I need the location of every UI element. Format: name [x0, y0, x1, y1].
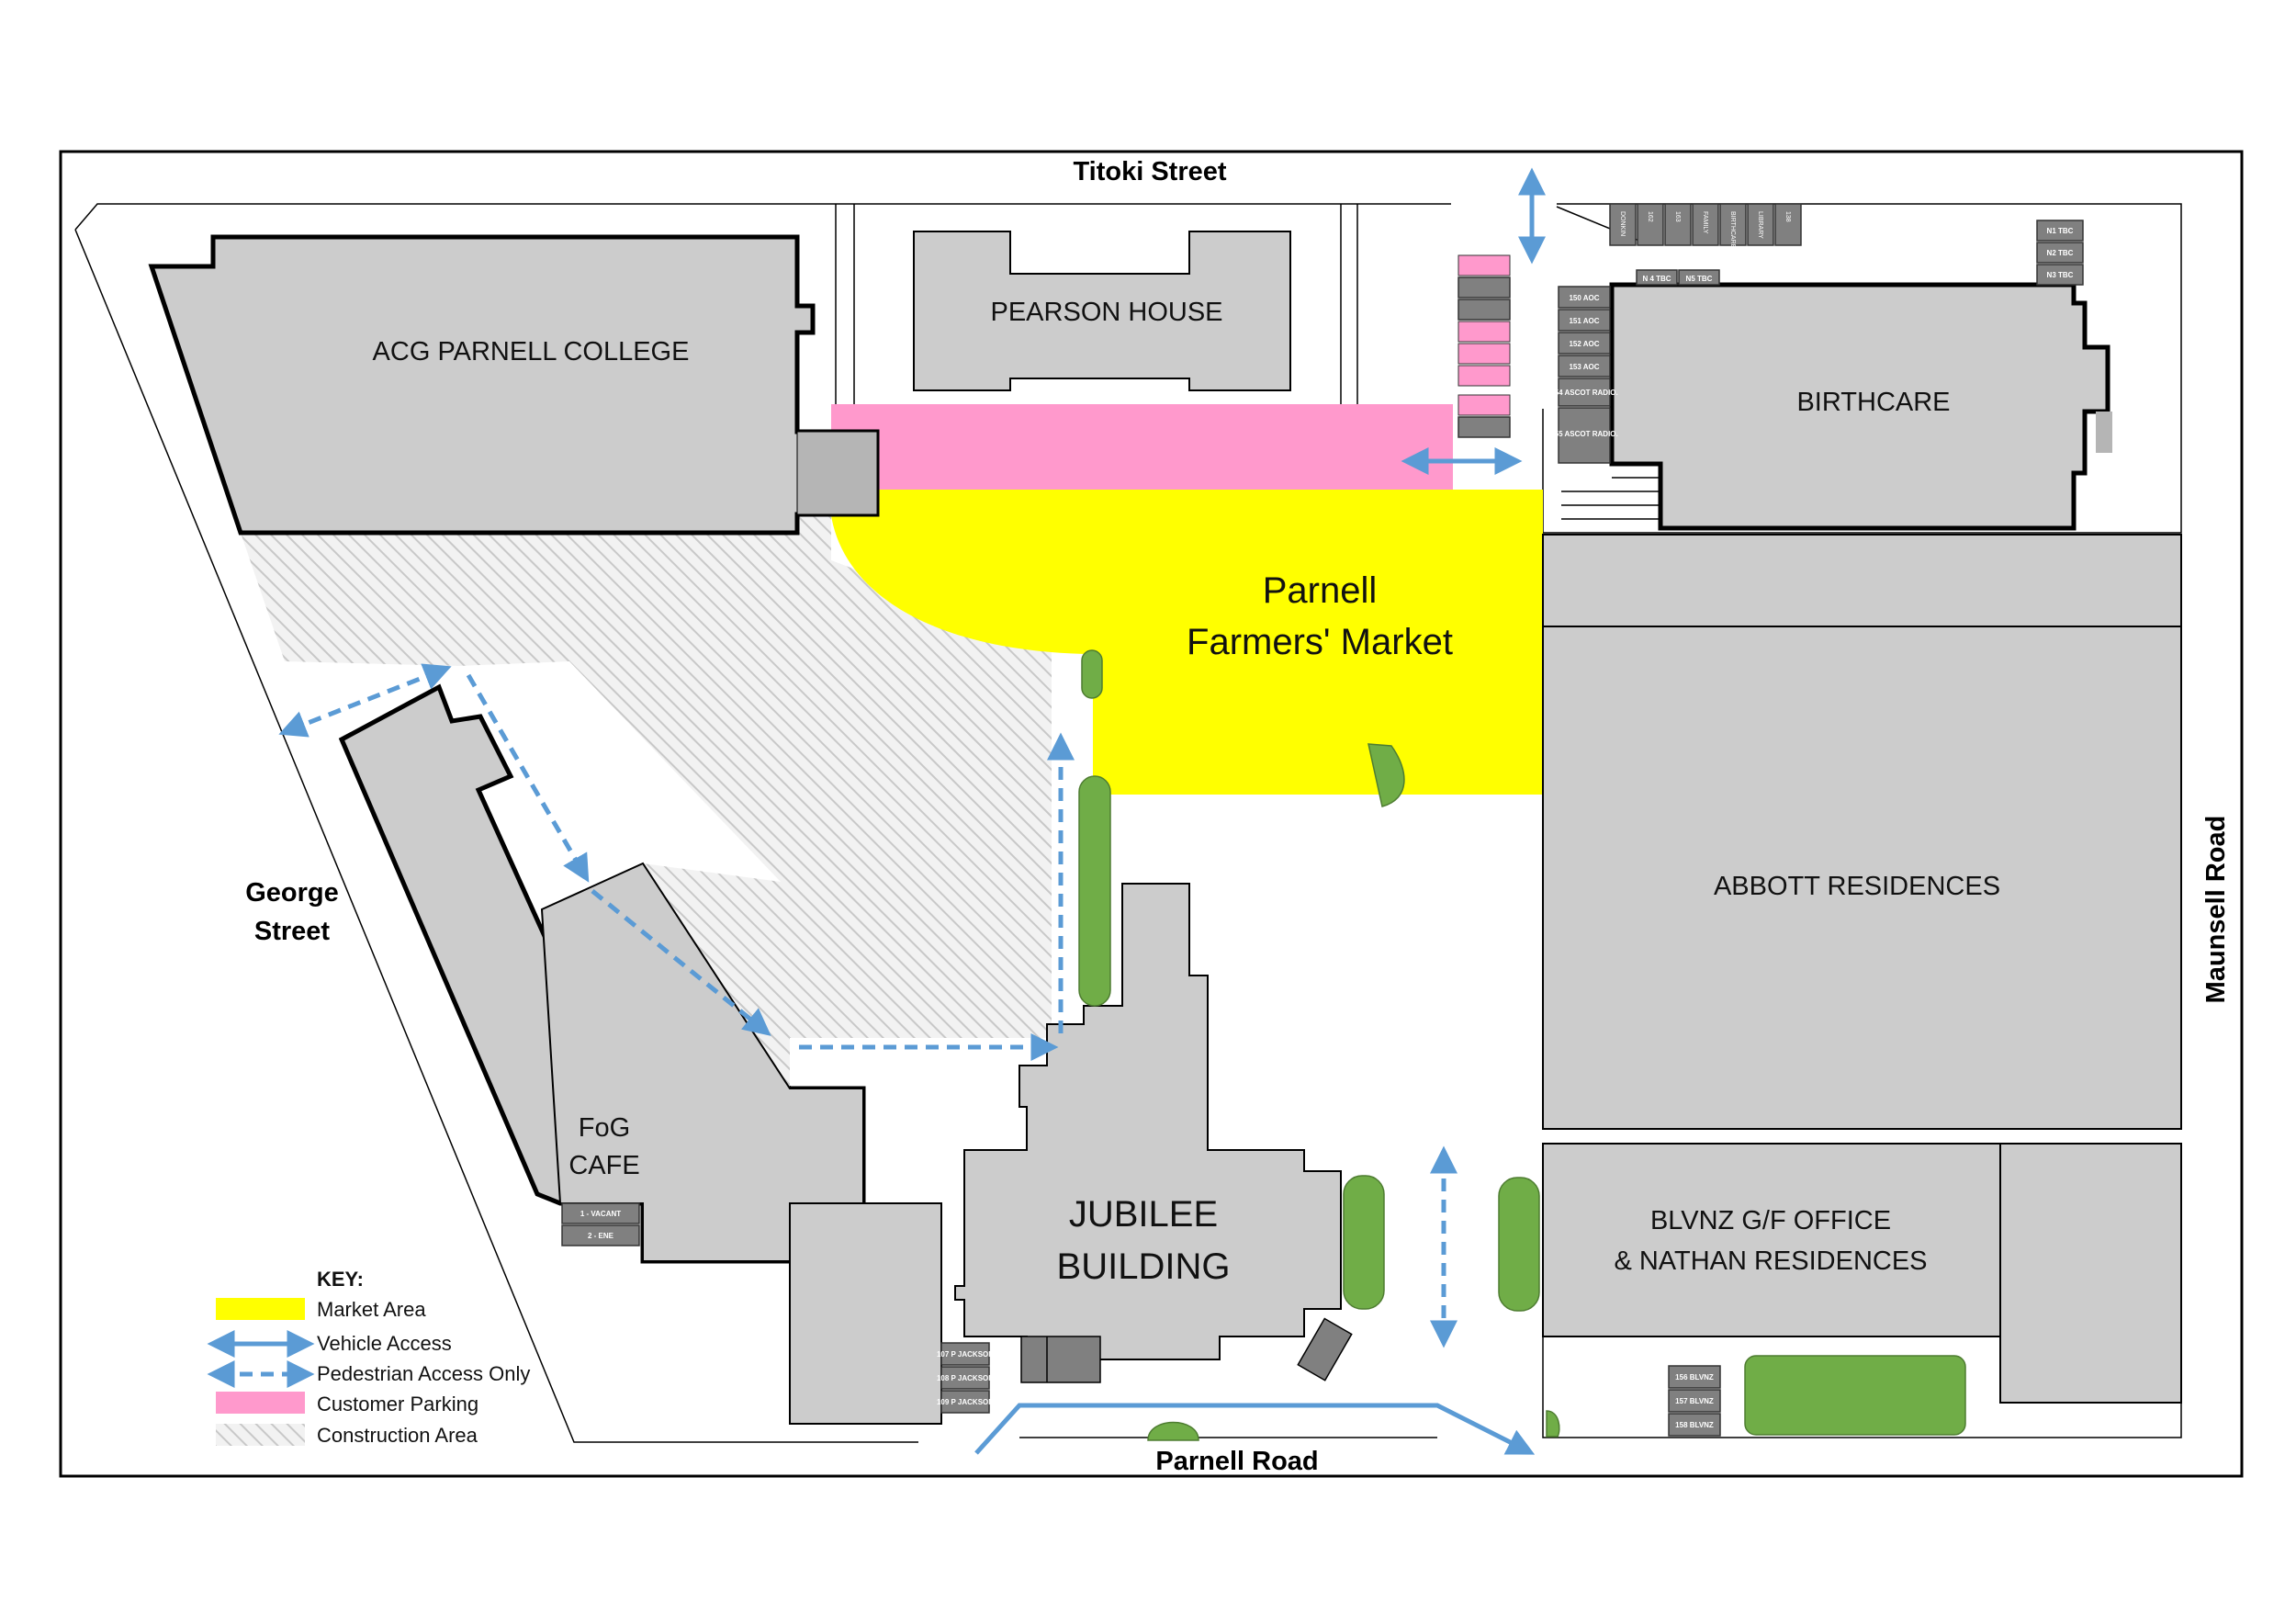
abbott-forecourt: [1542, 534, 2182, 627]
slot-152: 152 AOC: [1569, 340, 1599, 348]
slot-top-7: 138: [1784, 211, 1791, 222]
slot-top-1: DONKIN: [1619, 211, 1626, 236]
slot-top-2: 162: [1647, 211, 1653, 222]
fog-label-line1: FoG: [579, 1113, 630, 1143]
pearson-label: PEARSON HOUSE: [991, 298, 1223, 327]
slot-top-6: LIBRARY: [1757, 211, 1763, 239]
building-blvnz: [1542, 1143, 2001, 1337]
parking-n-row: N 4 TBC N5 TBC: [1636, 269, 1720, 286]
green-features: [1078, 649, 1966, 1441]
slot-150: 150 AOC: [1569, 294, 1599, 302]
birthcare-steps: [1561, 463, 1660, 520]
customer-parking-strip: [831, 404, 1453, 490]
parking-n-right: N1 TBC N2 TBC N3 TBC: [2036, 220, 2084, 286]
jubilee-label-line2: BUILDING: [1057, 1246, 1231, 1287]
slot-107: 107 P JACKSON: [937, 1350, 994, 1359]
market-label-line2: Farmers' Market: [1187, 622, 1453, 662]
tree-2: [1367, 743, 1405, 807]
building-blvnz-annex: [1999, 1143, 2182, 1404]
building-jubilee: [954, 883, 1342, 1360]
key-label-parking: Customer Parking: [317, 1393, 478, 1415]
street-george-1: George: [245, 878, 339, 908]
slot-157: 157 BLVNZ: [1675, 1397, 1714, 1405]
abbott-label: ABBOTT RESIDENCES: [1714, 872, 2000, 901]
kiosk: [1297, 1317, 1353, 1382]
key-swatch-parking: [216, 1392, 305, 1414]
lawn: [1744, 1355, 1966, 1436]
jubilee-entrance: [1020, 1336, 1101, 1383]
slot-108: 108 P JACKSON: [937, 1374, 994, 1382]
vehicle-access-arrows: [974, 167, 1546, 1455]
building-acg-parnell-college: [148, 234, 880, 536]
fog-label-line2: CAFE: [568, 1151, 639, 1180]
hedge-1: [1078, 775, 1111, 1007]
slot-n5: N5 TBC: [1686, 275, 1713, 283]
building-south-block: [789, 1202, 942, 1425]
slot-158: 158 BLVNZ: [1675, 1421, 1714, 1429]
slot-top-4: FAMILY: [1702, 211, 1708, 234]
blvnz-label-line1: BLVNZ G/F OFFICE: [1650, 1206, 1891, 1235]
slot-top-3: 163: [1674, 211, 1681, 222]
key-swatch-construction: [216, 1424, 305, 1446]
parking-bays-titoki: [1458, 254, 1511, 438]
birthcare-label: BIRTHCARE: [1796, 388, 1950, 417]
slot-109: 109 P JACKSON: [937, 1398, 994, 1406]
ped-arrow-diagonal: [591, 889, 771, 1036]
slot-fog-2: 2 - ENE: [588, 1232, 614, 1240]
parking-aoc: 150 AOC 151 AOC 152 AOC 153 AOC 154 ASCO…: [1550, 286, 1618, 464]
vehicle-arrow-parnell: [974, 1403, 1536, 1455]
parking-jackson: 107 P JACKSON 108 P JACKSON 109 P JACKSO…: [937, 1342, 994, 1414]
parking-blvnz: 156 BLVNZ 157 BLVNZ 158 BLVNZ: [1668, 1365, 1721, 1437]
ped-arrow-george-1: [278, 663, 452, 738]
parking-top-vertical: DONKIN 162 163 FAMILY BIRTHCARE LIBRARY …: [1609, 203, 1802, 249]
acg-annex: [796, 431, 878, 515]
street-parnell: Parnell Road: [1155, 1447, 1318, 1476]
ped-arrow-george-2: [466, 673, 590, 883]
tree-1: [1081, 649, 1103, 699]
tree-4: [1546, 1410, 1560, 1438]
key-swatch-market: [216, 1298, 305, 1320]
slot-fog-1: 1 - VACANT: [580, 1210, 621, 1218]
slot-n1: N1 TBC: [2047, 227, 2074, 235]
building-abbott-residences: [1542, 626, 2182, 1130]
tree-3: [1147, 1421, 1199, 1441]
map-key: KEY: Market Area Vehicle Access Pedestri…: [207, 1268, 530, 1447]
key-title: KEY:: [317, 1268, 364, 1291]
hedge-2: [1343, 1175, 1385, 1310]
hedge-3: [1498, 1177, 1540, 1312]
slot-154: 154 ASCOT RADIO.: [1550, 389, 1618, 397]
slot-n4: N 4 TBC: [1642, 275, 1671, 283]
key-label-construction: Construction Area: [317, 1424, 478, 1447]
key-label-market: Market Area: [317, 1298, 426, 1321]
slot-156: 156 BLVNZ: [1675, 1373, 1714, 1382]
market-label-line1: Parnell: [1263, 570, 1378, 611]
building-pearson-house: [913, 231, 1291, 391]
slot-155: 155 ASCOT RADIO.: [1550, 430, 1618, 438]
market-area: [828, 490, 1543, 795]
slot-151: 151 AOC: [1569, 317, 1599, 325]
blvnz-label-line2: & NATHAN RESIDENCES: [1614, 1246, 1927, 1276]
parking-fog: 1 - VACANT 2 - ENE: [561, 1202, 640, 1246]
birthcare-annex: [2096, 412, 2112, 453]
key-label-pedestrian: Pedestrian Access Only: [317, 1362, 530, 1385]
construction-area: [241, 510, 1052, 1088]
slot-top-5: BIRTHCARE: [1729, 211, 1736, 249]
key-label-vehicle: Vehicle Access: [317, 1332, 452, 1355]
street-titoki: Titoki Street: [1073, 157, 1226, 186]
acg-label: ACG PARNELL COLLEGE: [373, 337, 690, 367]
slot-n2: N2 TBC: [2047, 249, 2074, 257]
slot-153: 153 AOC: [1569, 363, 1599, 371]
pedestrian-arrows: [278, 663, 1458, 1348]
street-maunsell: Maunsell Road: [2201, 816, 2231, 1004]
street-george-2: Street: [254, 917, 331, 946]
slot-n3: N3 TBC: [2047, 271, 2074, 279]
jubilee-label-line1: JUBILEE: [1069, 1194, 1218, 1235]
